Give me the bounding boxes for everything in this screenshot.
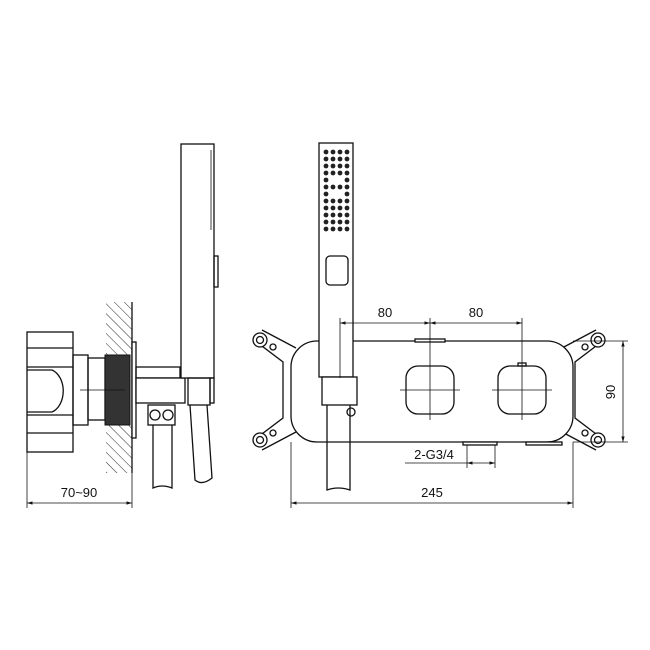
valve-handle-right bbox=[492, 318, 552, 420]
nozzle-dot bbox=[330, 170, 336, 176]
nozzle-dot bbox=[344, 191, 350, 197]
nozzle-dot bbox=[344, 170, 350, 176]
nozzle-dot bbox=[323, 226, 329, 232]
dimension-connection: 2-G3/4 bbox=[405, 445, 496, 468]
nozzle-dot bbox=[337, 219, 343, 225]
nozzle-dot bbox=[330, 226, 336, 232]
nozzle-dot bbox=[344, 156, 350, 162]
nozzle-dot bbox=[337, 184, 343, 190]
handset-front bbox=[318, 142, 358, 491]
spacing-right-label: 80 bbox=[469, 305, 483, 320]
nozzle-dot bbox=[330, 212, 336, 218]
nozzle-dot bbox=[344, 219, 350, 225]
nozzle-dot bbox=[323, 177, 329, 183]
handset-side bbox=[180, 143, 219, 484]
nozzle-dot bbox=[344, 205, 350, 211]
nozzle-dot bbox=[337, 149, 343, 155]
connection-label: 2-G3/4 bbox=[414, 447, 454, 462]
nozzle-dot bbox=[337, 212, 343, 218]
nozzle-dot bbox=[337, 226, 343, 232]
dimension-width: 245 bbox=[290, 442, 574, 508]
nozzle-dot bbox=[344, 198, 350, 204]
width-label: 245 bbox=[421, 485, 443, 500]
height-label: 90 bbox=[603, 385, 618, 399]
nozzle-dot bbox=[323, 198, 329, 204]
depth-label: 70~90 bbox=[61, 485, 98, 500]
valve-body-side bbox=[26, 331, 137, 453]
valve-handle-left bbox=[400, 318, 460, 420]
mounting-bracket-right bbox=[561, 329, 606, 451]
nozzle-dot bbox=[323, 163, 329, 169]
front-view: 80 80 90 2-G3/4 245 bbox=[252, 142, 628, 508]
hose-left bbox=[152, 425, 173, 489]
nozzle-dot bbox=[330, 219, 336, 225]
nozzle-pattern bbox=[323, 149, 350, 232]
nozzle-dot bbox=[323, 191, 329, 197]
nozzle-dot bbox=[323, 156, 329, 162]
nozzle-dot bbox=[344, 226, 350, 232]
nozzle-dot bbox=[344, 184, 350, 190]
spacing-left-label: 80 bbox=[378, 305, 392, 320]
hose-front bbox=[326, 405, 351, 491]
nozzle-dot bbox=[323, 219, 329, 225]
mounting-bracket-left bbox=[252, 329, 297, 451]
wall-hatching-top bbox=[106, 302, 132, 355]
nozzle-dot bbox=[330, 205, 336, 211]
nozzle-dot bbox=[323, 170, 329, 176]
nozzle-dot bbox=[344, 212, 350, 218]
nozzle-dot bbox=[330, 198, 336, 204]
nozzle-dot bbox=[344, 149, 350, 155]
nozzle-dot bbox=[323, 212, 329, 218]
nozzle-dot bbox=[337, 170, 343, 176]
nozzle-dot bbox=[337, 198, 343, 204]
nozzle-dot bbox=[323, 184, 329, 190]
nozzle-dot bbox=[344, 163, 350, 169]
nozzle-dot bbox=[337, 163, 343, 169]
nozzle-dot bbox=[337, 156, 343, 162]
dimension-height: 90 bbox=[573, 340, 628, 443]
nozzle-dot bbox=[330, 184, 336, 190]
spray-button bbox=[325, 255, 349, 286]
dimension-spacing: 80 80 bbox=[339, 305, 522, 378]
nozzle-dot bbox=[330, 149, 336, 155]
outlet-arm bbox=[135, 366, 186, 489]
side-view: 70~90 bbox=[26, 143, 219, 508]
hose-right bbox=[189, 404, 213, 484]
nozzle-dot bbox=[330, 163, 336, 169]
nozzle-dot bbox=[330, 156, 336, 162]
nozzle-dot bbox=[323, 205, 329, 211]
nozzle-dot bbox=[323, 149, 329, 155]
wall-hatching-bottom bbox=[106, 425, 132, 473]
dimension-depth: 70~90 bbox=[26, 452, 133, 508]
nozzle-dot bbox=[337, 205, 343, 211]
nozzle-dot bbox=[344, 177, 350, 183]
